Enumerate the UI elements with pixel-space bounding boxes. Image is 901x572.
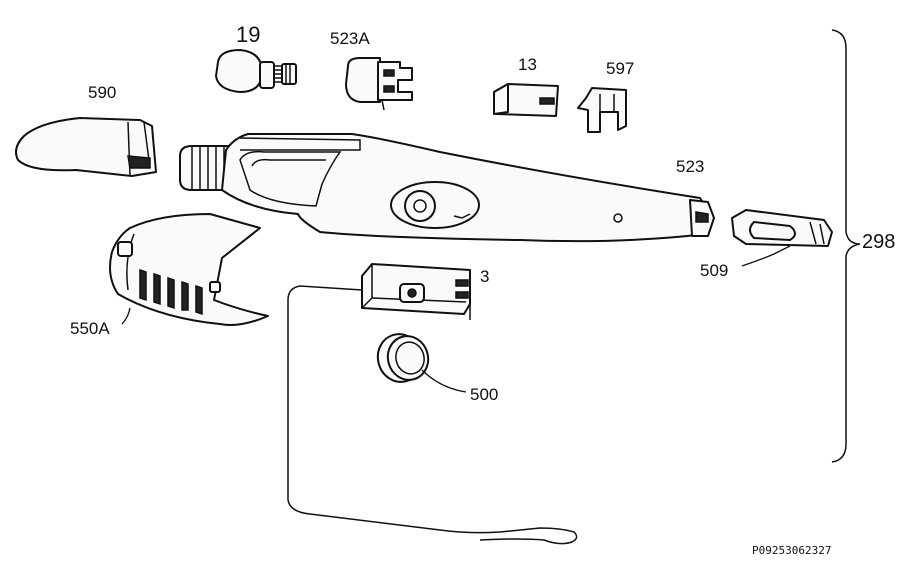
label-550a: 550A [70,319,110,338]
label-13: 13 [518,55,537,74]
part-523-main-body [179,133,715,243]
reference-code: P09253062327 [752,544,831,557]
part-19-lamp-bulb [215,49,297,93]
label-590: 590 [88,83,116,102]
part-523a-lamp-holder [345,57,413,111]
part-3-thermostat [287,263,578,545]
leader-500 [421,369,467,393]
label-523: 523 [676,157,704,176]
part-590-end-cap [15,117,157,177]
part-13-switch [493,83,559,117]
part-509-front-cap [731,209,833,247]
leader-509 [741,245,791,267]
label-298: 298 [862,231,895,253]
label-509: 509 [700,261,728,280]
label-597: 597 [606,59,634,78]
label-3: 3 [480,267,489,286]
assembly-298-bracket [831,29,861,463]
part-500-ring [376,333,430,383]
part-550a-lens-cover [109,213,269,326]
label-19: 19 [236,22,260,47]
label-500: 500 [470,385,498,404]
label-523a: 523A [330,29,370,48]
leader-550a [121,307,131,325]
part-597-clip [577,87,627,133]
